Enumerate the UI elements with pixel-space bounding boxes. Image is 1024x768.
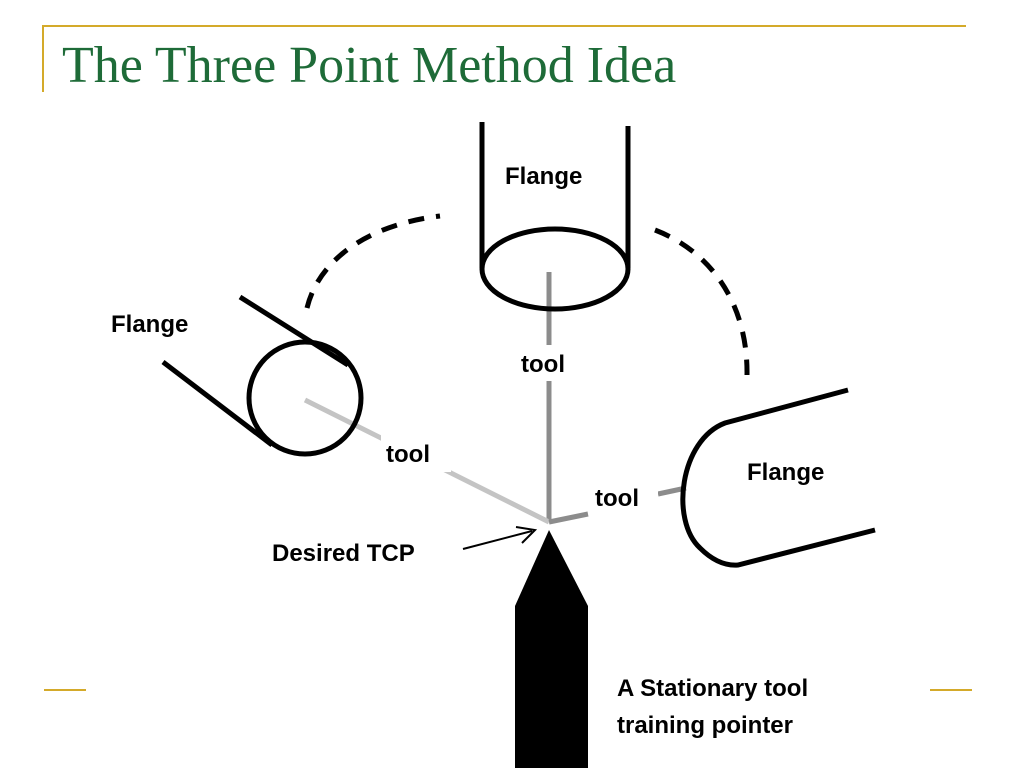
flange-left-face: [246, 339, 364, 457]
slide-accent-rules: [42, 25, 972, 691]
tool-left-label-bg: [381, 432, 451, 472]
flange-right-label: Flange: [747, 459, 824, 486]
flange-right: [680, 387, 876, 568]
flange-top: [479, 122, 631, 312]
training-pointer: [515, 530, 588, 768]
tool-left-label: tool: [386, 441, 430, 468]
tool-top-label: tool: [521, 351, 565, 378]
desired-tcp-arrow: [462, 526, 538, 550]
flange-right-body: [680, 387, 876, 568]
flange-left: [161, 294, 364, 457]
tool-right-label-bg: [588, 478, 658, 514]
flange-left-label: Flange: [111, 311, 188, 338]
dashed-arc-right: [654, 227, 750, 376]
pointer-label-line2: training pointer: [617, 712, 793, 739]
dashed-arc-left: [304, 213, 441, 309]
desired-tcp-label: Desired TCP: [272, 540, 415, 567]
flange-top-face: [479, 226, 631, 312]
arrow-shaft: [462, 530, 533, 550]
tool-line-right: [548, 511, 589, 525]
arrow-head: [515, 526, 538, 544]
tool-right-label: tool: [595, 485, 639, 512]
flange-left-wall-lower: [161, 360, 274, 447]
tool-top-label-bg: [517, 345, 581, 381]
page-title: The Three Point Method Idea: [62, 37, 677, 94]
flange-left-wall-upper: [238, 294, 350, 368]
pointer-label-line1: A Stationary tool: [617, 675, 808, 702]
flange-top-label: Flange: [505, 163, 582, 190]
